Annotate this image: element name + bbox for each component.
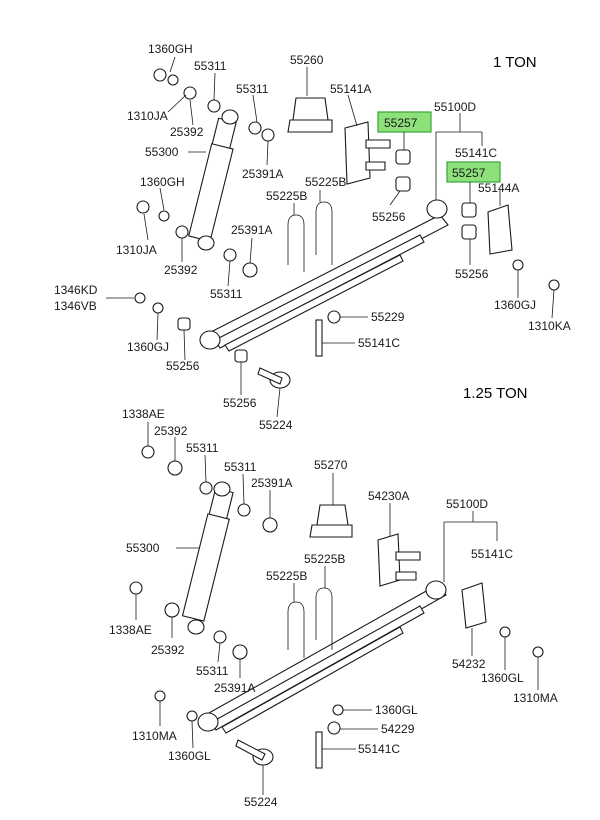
bump-stopper-top: [287, 97, 333, 133]
label-55300-b: 55300: [126, 541, 160, 555]
leaf-spring-bottom: [197, 580, 447, 734]
label-25392-b: 25392: [164, 263, 198, 277]
section-title-bottom: 1.25 TON: [463, 385, 527, 402]
shackle-bottom: [461, 582, 487, 629]
label-25392-d: 25392: [151, 643, 185, 657]
highlight-55257-a[interactable]: [377, 111, 432, 133]
label-55225B-b: 55225B: [266, 189, 307, 203]
label-55224-b: 55224: [244, 795, 278, 809]
bolt-top: [315, 319, 323, 357]
label-1338AE-a: 1338AE: [122, 407, 165, 421]
label-55311-f: 55311: [196, 664, 229, 678]
pin-top: [257, 367, 291, 389]
leader-lines-top: [106, 56, 555, 418]
label-55141A: 55141A: [330, 82, 371, 96]
labels-top: 1360GH 55311 1310JA 25392 55300 55260 55…: [54, 42, 571, 432]
bump-stopper-bottom: [309, 504, 353, 538]
label-55225B-a: 55225B: [305, 175, 346, 189]
label-55311-a: 55311: [194, 59, 227, 73]
label-1310KA: 1310KA: [528, 319, 571, 333]
label-55311-d: 55311: [186, 441, 219, 455]
label-55260: 55260: [290, 53, 324, 67]
label-54230A: 54230A: [368, 489, 409, 503]
shock-absorber-bottom: [181, 481, 234, 635]
label-55256-c: 55256: [166, 359, 200, 373]
label-55141C-d: 55141C: [358, 742, 400, 756]
label-1310MA-a: 1310MA: [513, 691, 558, 705]
label-25391A-d: 25391A: [214, 681, 255, 695]
label-1346VB: 1346VB: [54, 299, 97, 313]
label-55257-a[interactable]: 55257: [384, 116, 418, 130]
label-55256-b: 55256: [455, 267, 489, 281]
label-55311-c: 55311: [210, 287, 243, 301]
label-1360GL-a: 1360GL: [481, 671, 524, 685]
label-25391A-a: 25391A: [242, 167, 283, 181]
fasteners-bottom: [129, 445, 544, 735]
label-55100D-a: 55100D: [434, 100, 476, 114]
label-1346KD: 1346KD: [54, 283, 98, 297]
label-55257-b[interactable]: 55257: [452, 166, 486, 180]
label-1338AE-b: 1338AE: [109, 623, 152, 637]
shackle-top: [487, 204, 513, 255]
labels-bottom: 1338AE 25392 55311 55311 25391A 55270 54…: [109, 407, 558, 809]
label-55100D-b: 55100D: [446, 497, 488, 511]
fasteners-top: [134, 68, 560, 324]
label-55141C-c: 55141C: [471, 547, 513, 561]
label-55256-d: 55256: [223, 396, 257, 410]
shock-absorber-top: [188, 109, 239, 251]
label-1310JA-a: 1310JA: [127, 109, 168, 123]
label-1360GL-b: 1360GL: [375, 703, 418, 717]
label-1360GH-a: 1360GH: [148, 42, 193, 56]
label-1360GH-b: 1360GH: [140, 175, 185, 189]
label-25391A-c: 25391A: [251, 476, 292, 490]
label-55141C-b: 55141C: [358, 336, 400, 350]
label-55256-a: 55256: [372, 210, 406, 224]
label-55311-e: 55311: [224, 460, 257, 474]
u-bolts-bottom: [287, 587, 333, 658]
pin-bottom: [235, 739, 274, 766]
bracket-bottom: [377, 533, 421, 587]
leader-lines-bottom: [135, 422, 539, 795]
label-1360GL-c: 1360GL: [168, 749, 211, 763]
highlight-55257-b[interactable]: [446, 161, 501, 183]
bushings-top: [177, 149, 477, 363]
section-title-top: 1 TON: [493, 54, 537, 71]
label-55141C-a: 55141C: [455, 146, 497, 160]
label-54232: 54232: [452, 657, 486, 671]
label-1360GJ-a: 1360GJ: [127, 340, 169, 354]
label-55300-a: 55300: [145, 145, 179, 159]
label-55229: 55229: [371, 310, 405, 324]
label-55270: 55270: [314, 458, 348, 472]
label-55311-b: 55311: [236, 82, 269, 96]
leaf-spring-top: [199, 199, 449, 352]
label-1360GJ-b: 1360GJ: [494, 298, 536, 312]
u-bolts-top: [287, 201, 333, 272]
bracket-top: [344, 121, 391, 185]
label-25392-c: 25392: [154, 424, 188, 438]
label-25392-a: 25392: [170, 125, 204, 139]
label-55224-a: 55224: [259, 418, 293, 432]
label-55225B-c: 55225B: [304, 552, 345, 566]
label-1310MA-b: 1310MA: [132, 729, 177, 743]
label-25391A-b: 25391A: [231, 223, 272, 237]
label-55144A: 55144A: [478, 181, 519, 195]
bolt-bottom: [315, 731, 323, 769]
label-54229: 54229: [381, 722, 415, 736]
label-55225B-d: 55225B: [266, 569, 307, 583]
label-1310JA-b: 1310JA: [116, 243, 157, 257]
